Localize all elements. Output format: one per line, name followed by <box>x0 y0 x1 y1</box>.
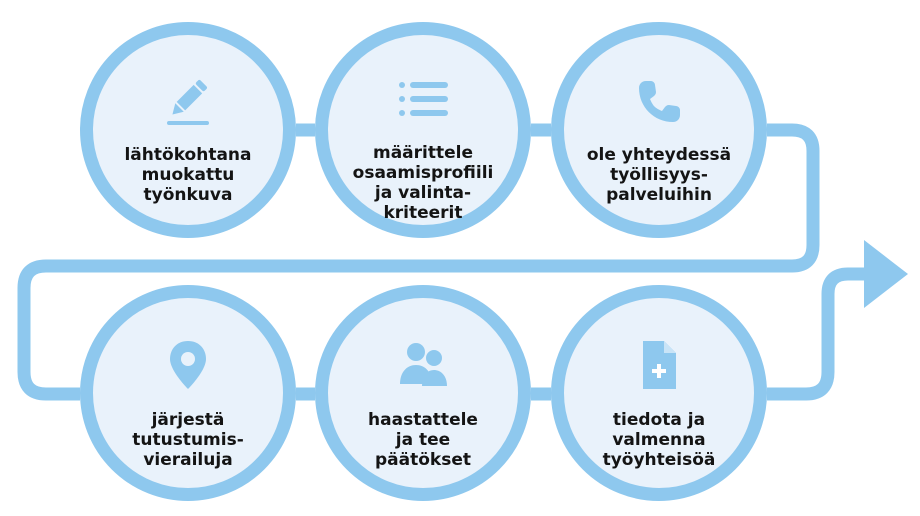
step-label: järjestä tutustumis- vierailuja <box>132 410 244 470</box>
step-1: lähtökohtana muokattu työnkuva <box>80 22 296 238</box>
people-icon <box>396 338 450 392</box>
step-label: haastattele ja tee päätökset <box>368 410 478 470</box>
document-icon <box>632 338 686 392</box>
step-5: haastattele ja tee päätökset <box>315 285 531 501</box>
step-label: määrittele osaamisprofiili ja valinta- k… <box>352 143 494 223</box>
step-label: ole yhteydessä työllisyys- palveluihin <box>586 145 732 205</box>
list-icon <box>396 75 450 129</box>
map-pin-icon <box>161 338 215 392</box>
step-label: lähtökohtana muokattu työnkuva <box>124 145 252 205</box>
phone-icon <box>632 75 686 129</box>
step-3: ole yhteydessä työllisyys- palveluihin <box>551 22 767 238</box>
arrow-head-icon <box>864 240 908 308</box>
pencil-icon <box>161 75 215 129</box>
connector-line <box>17 123 866 401</box>
step-label: tiedota ja valmenna työyhteisöä <box>602 410 716 470</box>
step-2: määrittele osaamisprofiili ja valinta- k… <box>315 22 531 238</box>
step-4: järjestä tutustumis- vierailuja <box>80 285 296 501</box>
step-6: tiedota ja valmenna työyhteisöä <box>551 285 767 501</box>
